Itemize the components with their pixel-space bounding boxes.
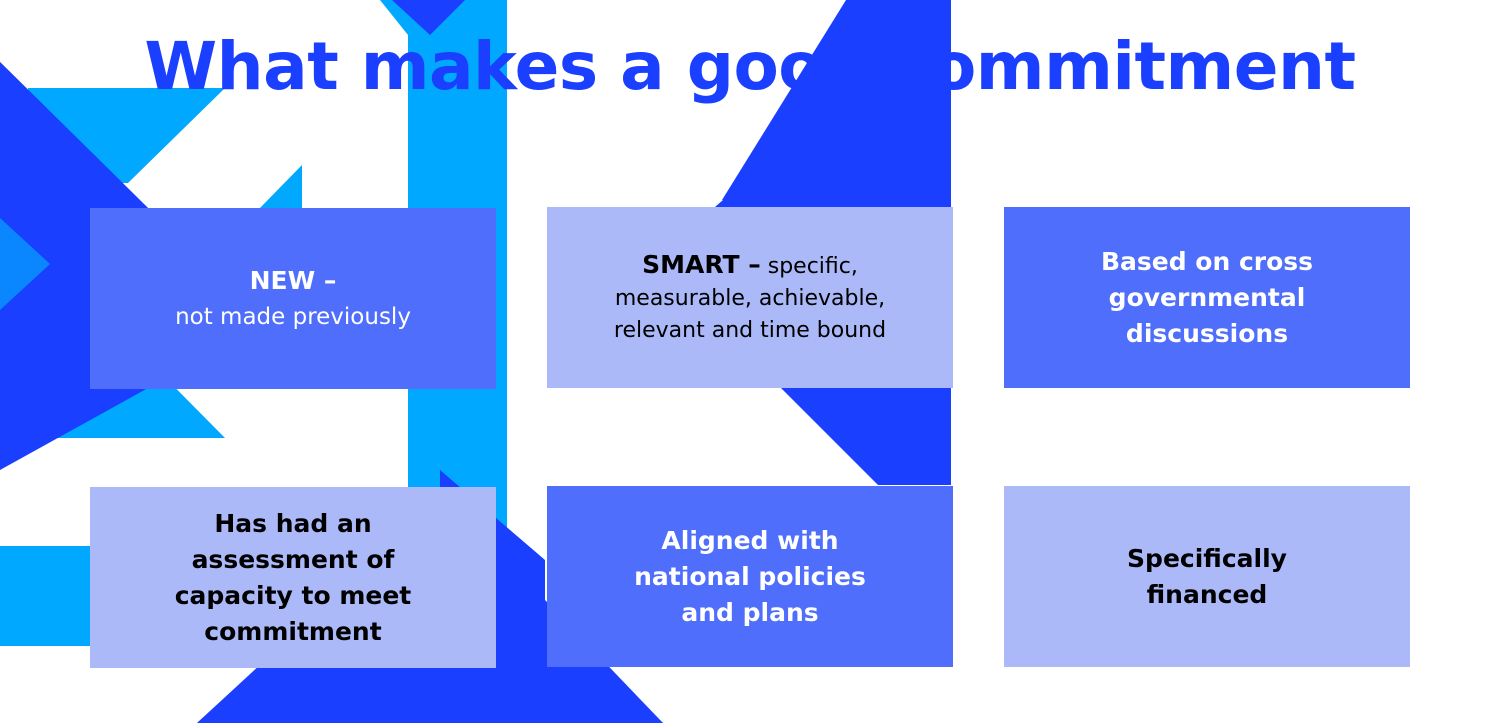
card-cross-line2: governmental — [1108, 282, 1306, 312]
card-smart: SMART – specific, measurable, achievable… — [547, 207, 953, 388]
card-smart-rest: specific, — [760, 253, 858, 279]
card-capacity-line2: assessment of — [191, 544, 395, 574]
card-aligned-line3: and plans — [681, 597, 819, 627]
card-new-lead: NEW – — [249, 265, 337, 295]
card-smart-line2: measurable, achievable, — [614, 285, 886, 311]
card-aligned-line2: national policies — [634, 561, 866, 591]
card-new: NEW – not made previously — [90, 208, 496, 389]
card-capacity-assessment: Has had an assessment of capacity to mee… — [90, 487, 496, 668]
card-smart-line3: relevant and time bound — [613, 317, 887, 343]
card-financed-line2: financed — [1146, 579, 1268, 609]
card-cross-line3: discussions — [1125, 318, 1289, 348]
card-specifically-financed: Specifically financed — [1004, 486, 1410, 667]
shape-lightblue-small — [258, 165, 302, 210]
card-financed-line1: Specifically — [1127, 543, 1287, 573]
card-capacity-line3: capacity to meet — [174, 580, 412, 610]
card-smart-lead: SMART – — [642, 249, 761, 279]
shape-blue-left-arrow — [0, 218, 50, 310]
shape-darkblue-top-triangle — [392, 0, 465, 35]
card-new-rest: not made previously — [175, 303, 411, 330]
card-capacity-line1: Has had an — [214, 508, 372, 538]
card-capacity-line4: commitment — [204, 616, 382, 646]
card-cross-line1: Based on cross — [1100, 246, 1314, 276]
shape-lightblue-left-bar — [0, 546, 92, 646]
shape-darkblue-bottom-fill — [197, 565, 663, 723]
page-title: What makes a good commitment — [144, 28, 1356, 105]
card-cross-governmental: Based on cross governmental discussions — [1004, 207, 1410, 388]
card-aligned-line1: Aligned with — [661, 525, 839, 555]
card-aligned-policies: Aligned with national policies and plans — [547, 486, 953, 667]
